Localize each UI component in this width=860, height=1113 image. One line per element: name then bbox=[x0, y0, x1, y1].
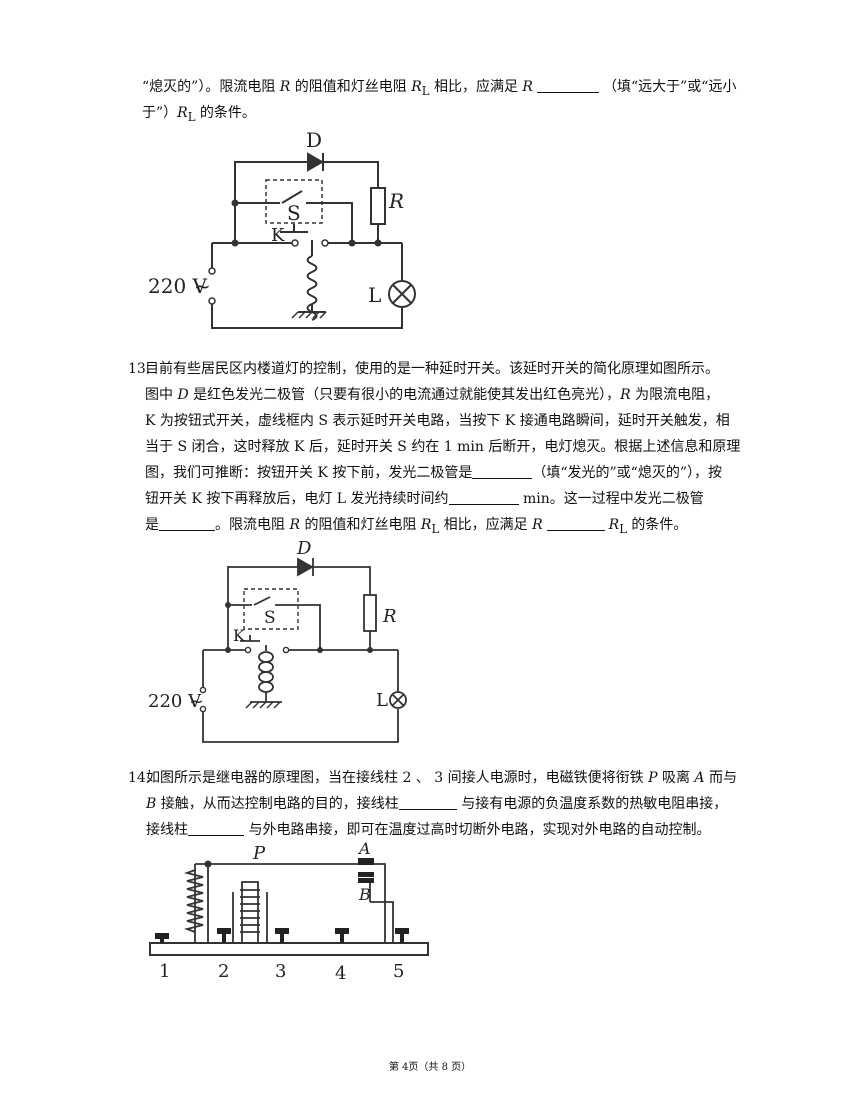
q13-line-5: 图，我们可推断：按钮开关 K 按下前，发光二极管是 （填“发光的”或“熄灭的”），… bbox=[145, 463, 722, 483]
text-span: 钮开关 K 按下再释放后，电灯 L 发光持续时间约 bbox=[145, 491, 449, 507]
text-span: 如图所示是继电器的原理图，当在接线柱 2 、 3 间接人电源时，电磁铁便将衔铁 bbox=[146, 770, 649, 786]
answer-blank[interactable] bbox=[546, 516, 605, 531]
terminal-label-4: 4 bbox=[335, 963, 346, 984]
subscript-L: L bbox=[619, 521, 627, 536]
text-span: 与外电路串接，即可在温度过高时切断外电路，实现对外电路的自动控制。 bbox=[244, 822, 711, 838]
var-RL: R bbox=[608, 517, 620, 533]
circuit-diagram-1: D S K R L 220 V ~ bbox=[148, 128, 416, 329]
label-220V: 220 V bbox=[148, 274, 208, 298]
text-span: 的阻值和灯丝电阻 bbox=[290, 79, 412, 95]
q13-line-2: 图中 D 是红色发光二极管（只要有很小的电流通过就能使其发出红色亮光），R 为限… bbox=[145, 385, 719, 405]
label-A: A bbox=[357, 839, 371, 858]
label-D: D bbox=[306, 128, 322, 152]
text-span: 接线柱 bbox=[146, 822, 188, 838]
text-span: 的条件。 bbox=[195, 105, 256, 121]
relay-diagram: P A B 1 2 3 4 5 bbox=[149, 839, 429, 984]
question-number: 14. bbox=[128, 770, 151, 786]
var-A: A bbox=[694, 770, 705, 786]
text-span: “熄灭的”）。限流电阻 bbox=[142, 79, 280, 95]
var-D: D bbox=[177, 387, 189, 403]
text-span: （填“远大于”或“远小 bbox=[602, 79, 737, 95]
var-RL: R bbox=[420, 517, 432, 533]
q14-line-1: 如图所示是继电器的原理图，当在接线柱 2 、 3 间接人电源时，电磁铁便将衔铁 … bbox=[146, 768, 737, 788]
text-span: 而与 bbox=[704, 770, 737, 786]
text-span: 的阻值和灯丝电阻 bbox=[300, 517, 421, 533]
label-L: L bbox=[376, 690, 388, 711]
answer-blank[interactable] bbox=[159, 516, 215, 531]
answer-blank[interactable] bbox=[398, 795, 457, 810]
text-span: 接触，从而达控制电路的目的，接线柱 bbox=[156, 796, 399, 812]
var-P: P bbox=[648, 770, 658, 786]
terminal-label-5: 5 bbox=[393, 961, 404, 982]
text-span: 的条件。 bbox=[626, 517, 688, 533]
text-span: 相比，应满足 bbox=[439, 517, 533, 533]
subscript-L: L bbox=[187, 109, 196, 124]
text-span: 是红色发光二极管（只要有很小的电流通过就能使其发出红色亮光）， bbox=[188, 387, 621, 403]
text-span: 是 bbox=[145, 517, 159, 533]
q14-line-3: 接线柱 与外电路串接，即可在温度过高时切断外电路，实现对外电路的自动控制。 bbox=[146, 820, 710, 840]
var-R: R bbox=[289, 517, 300, 533]
text-span: 图，我们可推断：按钮开关 K 按下前，发光二极管是 bbox=[145, 465, 473, 481]
text-span: 与接有电源的负温度系数的热敏电阻串接， bbox=[456, 796, 728, 812]
label-K: K bbox=[233, 626, 246, 645]
text-span: 图中 bbox=[145, 387, 178, 403]
terminal-label-1: 1 bbox=[159, 961, 170, 982]
text-span: 。限流电阻 bbox=[215, 517, 290, 533]
text-span: K 为按钮式开关，虚线框内 S 表示延时开关电路，当按下 K 接通电路瞬间，延时… bbox=[145, 413, 730, 429]
text-span: min。这一过程中发光二极管 bbox=[518, 491, 704, 507]
answer-blank[interactable] bbox=[536, 78, 599, 93]
terminal-label-3: 3 bbox=[275, 961, 286, 982]
var-R: R bbox=[522, 79, 533, 95]
label-R: R bbox=[382, 606, 397, 627]
answer-blank[interactable] bbox=[188, 821, 244, 836]
terminal-label-2: 2 bbox=[218, 961, 229, 982]
label-L: L bbox=[368, 283, 381, 307]
label-R: R bbox=[388, 189, 404, 213]
label-S: S bbox=[287, 201, 301, 225]
label-B: B bbox=[358, 885, 371, 904]
q13-line-3: K 为按钮式开关，虚线框内 S 表示延时开关电路，当按下 K 接通电路瞬间，延时… bbox=[145, 411, 730, 431]
q14-line-2: B 接触，从而达控制电路的目的，接线柱 与接有电源的负温度系数的热敏电阻串接， bbox=[146, 794, 727, 814]
text-span: 吸离 bbox=[657, 770, 695, 786]
text-line: 于”）RL 的条件。 bbox=[142, 103, 256, 127]
q13-line-4: 当于 S 闭合，这时释放 K 后，延时开关 S 约在 1 min 后断开，电灯熄… bbox=[145, 437, 740, 457]
label-D: D bbox=[296, 538, 312, 559]
text-span: 为限流电阻， bbox=[630, 387, 720, 403]
var-R: R bbox=[620, 387, 631, 403]
subscript-L: L bbox=[431, 521, 440, 536]
var-R: R bbox=[279, 79, 291, 95]
var-R: R bbox=[532, 517, 543, 533]
text-line: “熄灭的”）。限流电阻 R 的阻值和灯丝电阻 RL 相比，应满足 R（填“远大于… bbox=[142, 77, 736, 101]
ac-symbol: ~ bbox=[194, 274, 211, 298]
text-span: 相比，应满足 bbox=[429, 79, 523, 95]
label-S: S bbox=[264, 608, 276, 628]
text-span: 于”） bbox=[142, 105, 178, 121]
page-footer: 第 4页（共 8 页） bbox=[388, 1062, 472, 1073]
text-span: 当于 S 闭合，这时释放 K 后，延时开关 S 约在 1 min 后断开，电灯熄… bbox=[145, 439, 741, 455]
text-span: （填“发光的”或“熄灭的”），按 bbox=[532, 465, 722, 481]
label-K: K bbox=[271, 225, 285, 246]
label-220V: 220 V bbox=[148, 691, 202, 712]
label-P: P bbox=[252, 843, 266, 864]
ac-symbol: ~ bbox=[189, 691, 204, 712]
question-number: 13. bbox=[128, 361, 151, 377]
answer-blank[interactable] bbox=[448, 490, 519, 505]
q13-line-1: 目前有些居民区内楼道灯的控制，使用的是一种延时开关。该延时开关的简化原理如图所示… bbox=[145, 359, 719, 379]
q13-line-6: 钮开关 K 按下再释放后，电灯 L 发光持续时间约 min。这一过程中发光二极管 bbox=[145, 489, 704, 509]
circuit-diagram-2: D S K R L 220 V ~ bbox=[148, 538, 407, 743]
var-RL: R bbox=[177, 105, 188, 121]
subscript-L: L bbox=[421, 83, 430, 98]
var-RL: R bbox=[411, 79, 422, 95]
text-span: 目前有些居民区内楼道灯的控制，使用的是一种延时开关。该延时开关的简化原理如图所示… bbox=[145, 361, 719, 377]
var-B: B bbox=[146, 796, 157, 812]
answer-blank[interactable] bbox=[472, 464, 533, 479]
